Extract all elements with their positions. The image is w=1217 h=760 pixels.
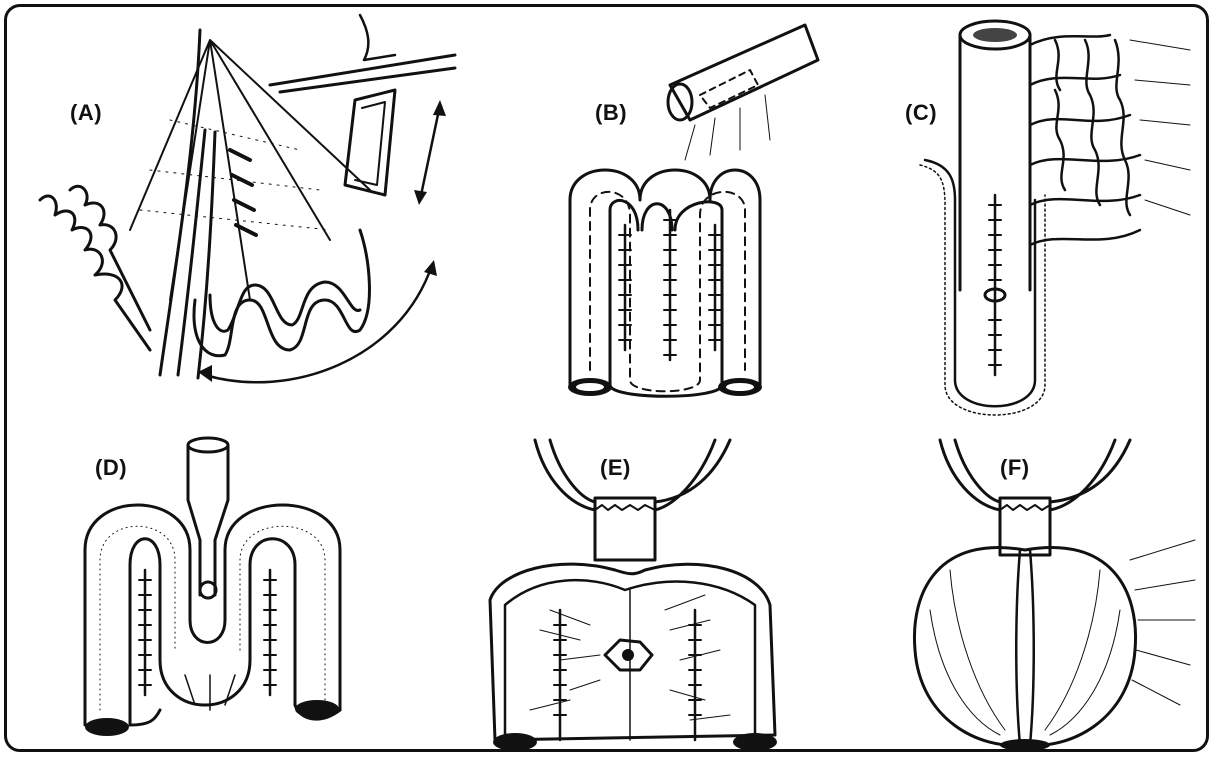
panel-a: (A) xyxy=(0,0,460,400)
panel-f: (F) xyxy=(900,430,1200,755)
panel-e-illustration xyxy=(470,430,800,755)
panel-d: (D) xyxy=(60,420,380,750)
panel-f-illustration xyxy=(900,430,1200,755)
panel-c-illustration xyxy=(860,0,1200,420)
panel-a-illustration xyxy=(0,0,460,400)
panel-e: (E) xyxy=(470,430,800,755)
panel-b: (B) xyxy=(460,0,820,420)
panel-b-illustration xyxy=(460,0,820,420)
panel-d-illustration xyxy=(60,420,380,750)
panel-c: (C) xyxy=(860,0,1200,420)
